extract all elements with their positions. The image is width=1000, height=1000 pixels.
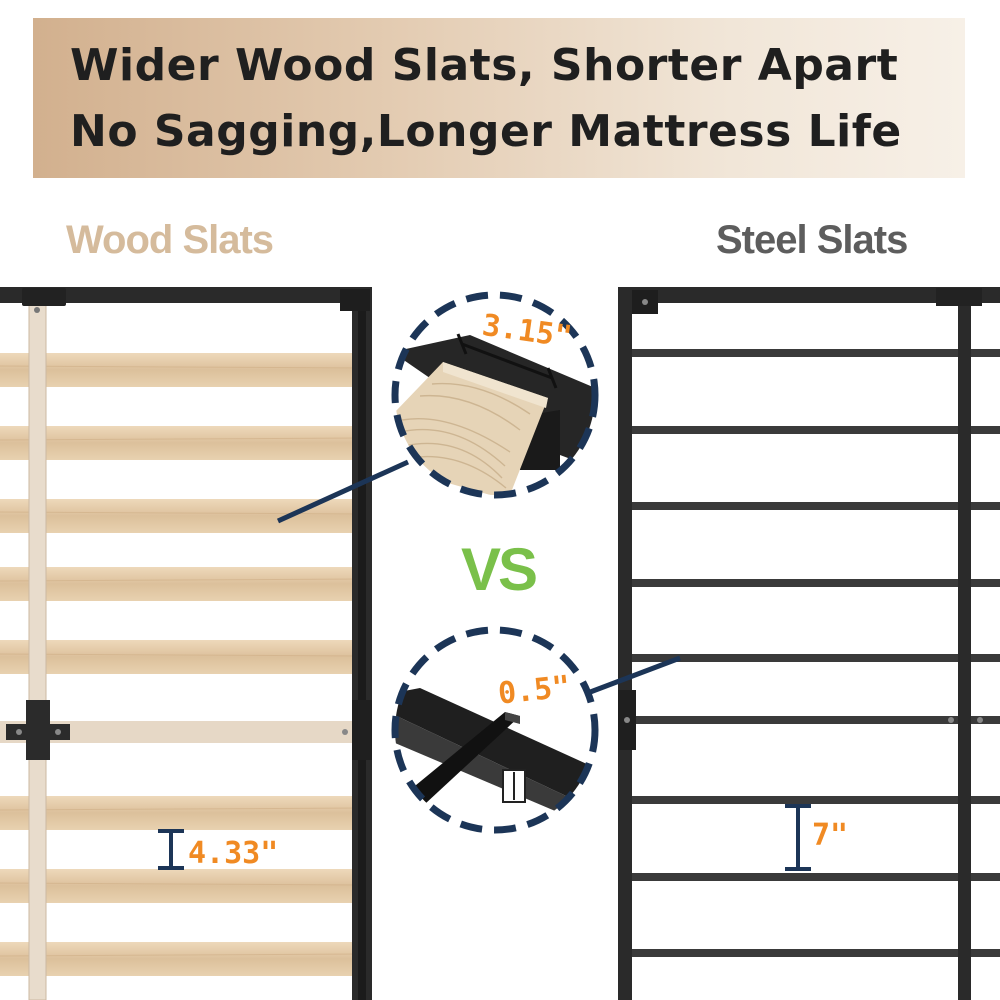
headline-line-1: Wider Wood Slats, Shorter Apart: [70, 40, 899, 91]
steel-spacing-label: 7": [812, 818, 849, 853]
wood-spacing-measure: [158, 829, 184, 870]
steel-slat-zoom-callout: [391, 626, 681, 834]
wood-slat-zoom-callout: [276, 291, 599, 524]
wood-slat-frame: [0, 287, 372, 1000]
center-support-rail: [28, 301, 47, 1000]
wood-slats-label: Wood Slats: [66, 218, 274, 262]
steel-spacing-measure: [785, 804, 811, 871]
steel-slat-width-label: 0.5": [496, 669, 572, 712]
center-crossbar: [0, 721, 360, 743]
wood-spacing-label: 4.33": [188, 836, 279, 871]
steel-slats: [630, 349, 1000, 957]
headline-banner: [33, 18, 965, 178]
headline-line-2: No Sagging,Longer Mattress Life: [70, 106, 902, 157]
steel-slats-label: Steel Slats: [716, 218, 908, 262]
wood-slats: [0, 353, 361, 976]
vs-label: VS: [461, 536, 538, 603]
steel-slat-frame: [618, 287, 1000, 1000]
